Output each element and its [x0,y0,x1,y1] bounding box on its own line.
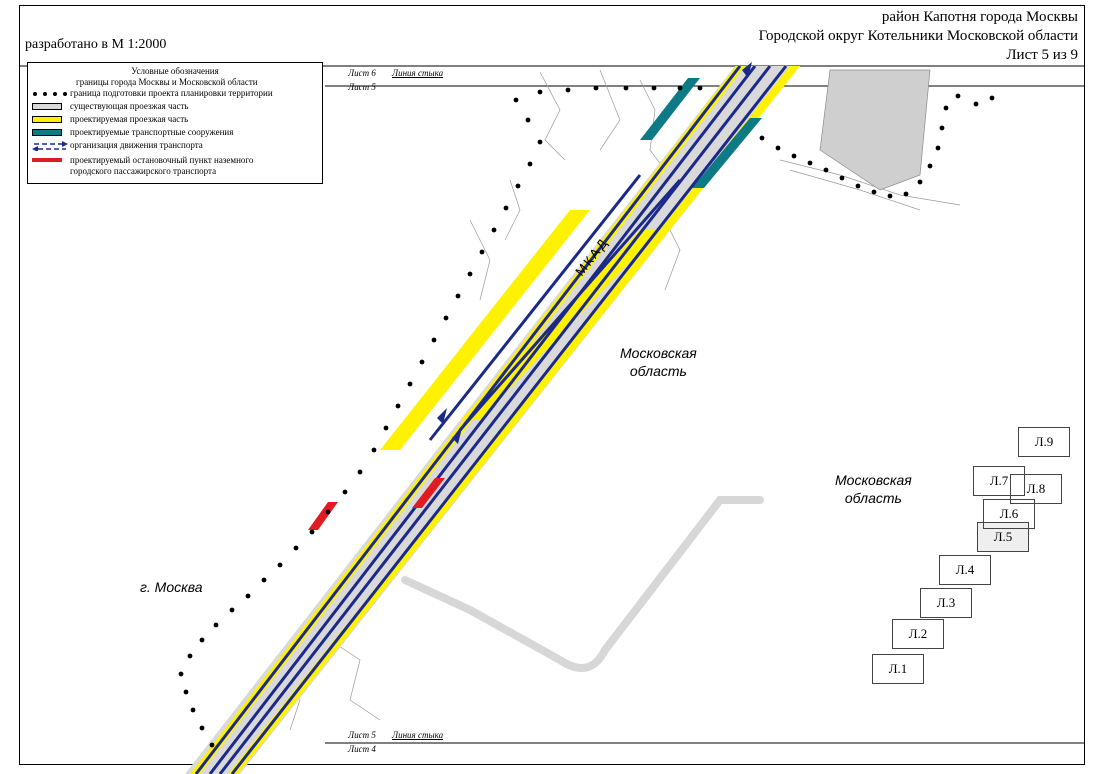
legend-label: существующая проезжая часть [70,101,189,111]
legend-item-stop: проектируемый остановочный пункт наземно… [32,155,253,177]
legend-label: организация движения транспорта [70,140,203,150]
legend-label: проектируемый остановочный пункт наземно… [70,155,254,165]
region-label-1: Московская область [620,345,697,379]
swatch-stop [32,158,62,162]
traffic-arrows [437,62,752,444]
tag-join-line-top: Линия стыка [392,68,444,78]
tag-next-sheet: Лист 6 [348,68,376,78]
index-cell-5-current[interactable]: Л.5 [977,522,1029,552]
tag-current-sheet-top: Лист 5 [348,82,376,92]
service-road [401,496,764,672]
legend-label: проектируемая проезжая часть [70,114,189,124]
structure-2 [692,118,762,188]
boundary-dots-left [178,85,703,748]
projected-ramp-left [380,210,590,450]
building-block [819,69,931,191]
legend-label: проектируемые транспортные сооружения [70,127,234,137]
swatch-existing [32,103,62,110]
legend-label: граница подготовки проекта планировки те… [70,88,273,98]
tag-current-sheet-bottom: Лист 5 [348,730,376,740]
sheet-number: Лист 5 из 9 [1006,47,1078,63]
legend-label-2: городского пассажирского транспорта [70,166,217,176]
region-label-2: Московская область [835,472,912,506]
index-cell-6[interactable]: Л.6 [983,499,1035,529]
scale-note: разработано в М 1:2000 [25,37,167,52]
district2-title: Городской округ Котельники Московской об… [758,28,1078,44]
legend-label: границы города Москвы и Московской облас… [76,77,258,87]
legend-title: Условные обозначения [131,66,219,76]
stop-point-2 [412,478,445,508]
legend-item-existing-road: существующая проезжая часть [32,101,189,112]
legend-item-planning-boundary: граница подготовки проекта планировки те… [32,88,273,99]
district-title: район Капотня города Москвы [881,9,1078,25]
dots-symbol [33,91,67,96]
index-cell-2[interactable]: Л.2 [892,619,944,649]
title-block: район Капотня города Москвы Городской ок… [759,8,1078,65]
legend-box: Условные обозначения границы города Моск… [27,62,323,184]
legend-item-city-boundary: границы города Москвы и Московской облас… [76,77,258,88]
index-cell-7[interactable]: Л.7 [973,466,1025,496]
sheet-frame [19,5,1085,765]
legend-item-traffic: организация движения транспорта [32,140,203,151]
index-cell-8[interactable]: Л.8 [1010,474,1062,504]
city-label: г. Москва [140,579,203,595]
index-cell-3[interactable]: Л.3 [920,588,972,618]
structure-1 [640,78,700,140]
tag-join-line-bottom: Линия стыка [392,730,444,740]
tag-prev-sheet: Лист 4 [348,744,376,754]
traffic-arrows-symbol [32,140,68,151]
traffic-lines [194,65,788,774]
legend-item-structures: проектируемые транспортные сооружения [32,127,233,138]
stop-point-1 [308,502,338,530]
index-cell-9[interactable]: Л.9 [1018,427,1070,457]
index-cell-4[interactable]: Л.4 [939,555,991,585]
legend-item-projected-road: проектируемая проезжая часть [32,114,188,125]
boundary-dots-right [759,93,995,199]
swatch-projected [32,116,62,123]
index-cell-1[interactable]: Л.1 [872,654,924,684]
swatch-structures [32,129,62,136]
